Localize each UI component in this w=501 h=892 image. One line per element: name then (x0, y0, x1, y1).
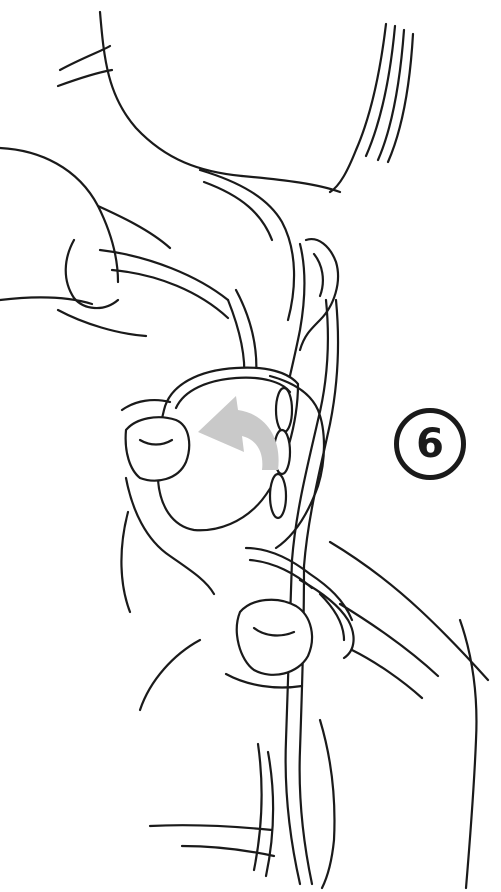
step-number: 6 (416, 424, 444, 464)
upper-garment (58, 12, 413, 192)
right-hand (140, 542, 488, 710)
lower-limb (150, 620, 476, 888)
left-hand (0, 148, 228, 336)
step-number-badge: 6 (394, 408, 466, 480)
